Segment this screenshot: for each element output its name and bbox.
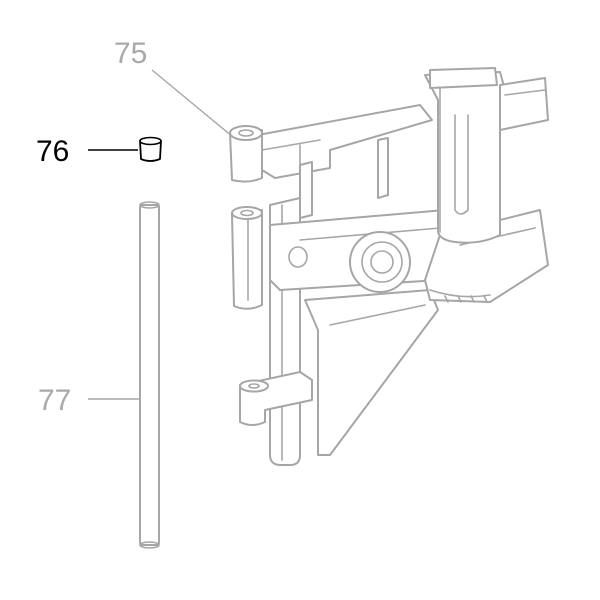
callout-75: 75 bbox=[114, 37, 147, 70]
leader-line-75 bbox=[151, 69, 234, 138]
part-77-rod bbox=[139, 201, 160, 549]
callout-76: 76 bbox=[36, 135, 69, 168]
part-75-bracket-assembly bbox=[229, 67, 549, 466]
part-76-cap bbox=[139, 136, 162, 162]
callout-77: 77 bbox=[38, 384, 71, 417]
